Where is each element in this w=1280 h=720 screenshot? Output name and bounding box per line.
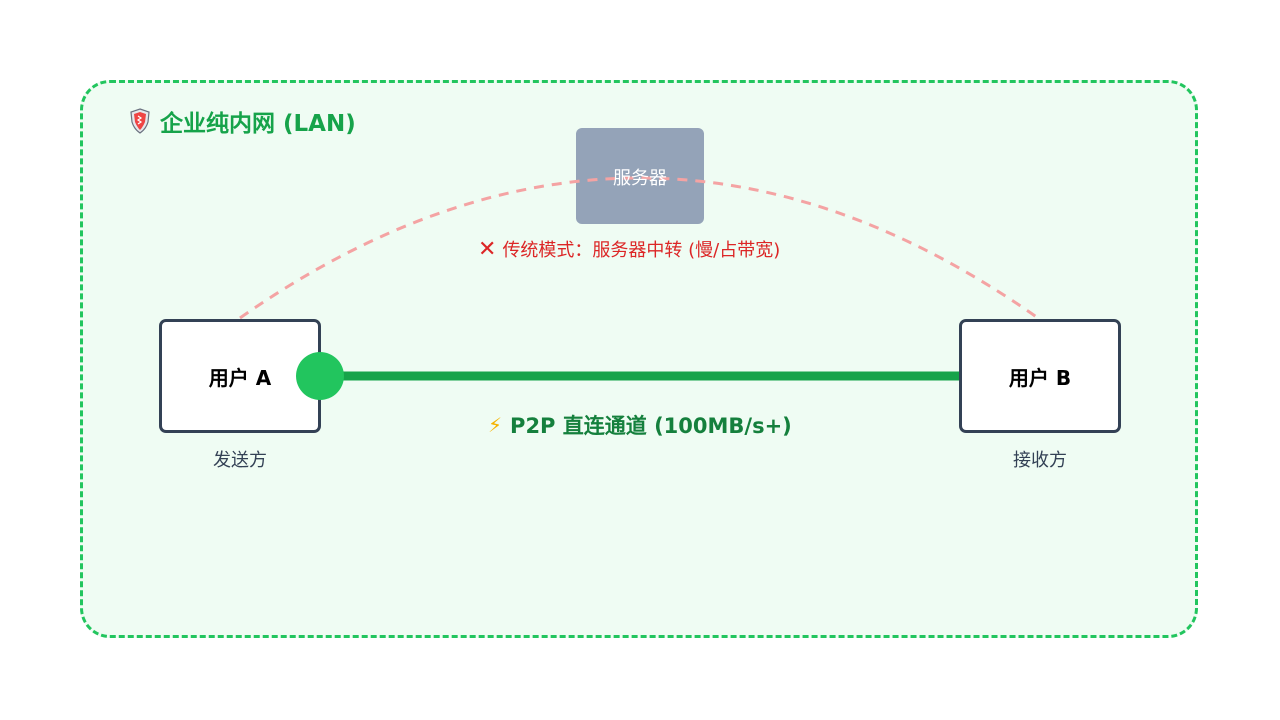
shield-icon — [130, 108, 150, 134]
cross-icon: ✕ — [478, 236, 497, 262]
server-box — [576, 128, 704, 224]
packet-dot — [296, 352, 344, 400]
node-user-b-role: 接收方 — [1013, 450, 1067, 471]
p2p-label: ⚡ P2P 直连通道 (100MB/s+) — [488, 410, 792, 440]
legacy-mode-text: 传统模式：服务器中转 (慢/占带宽) — [502, 240, 781, 261]
node-user-a: 用户 A — [159, 319, 321, 433]
node-user-b: 用户 B — [959, 319, 1121, 433]
legacy-relay-path — [239, 176, 1039, 320]
p2p-label-text: P2P 直连通道 (100MB/s+) — [510, 414, 792, 438]
legacy-mode-label: ✕ 传统模式：服务器中转 (慢/占带宽) — [478, 236, 780, 262]
node-user-a-label: 用户 A — [208, 365, 272, 390]
lightning-icon: ⚡ — [488, 413, 503, 437]
server-label: 服务器 — [613, 168, 667, 189]
node-user-a-role: 发送方 — [213, 450, 267, 471]
node-user-b-label: 用户 B — [1008, 365, 1072, 390]
lan-title-text: 企业纯内网 (LAN) — [160, 111, 356, 137]
lan-title: 企业纯内网 (LAN) — [130, 104, 356, 138]
